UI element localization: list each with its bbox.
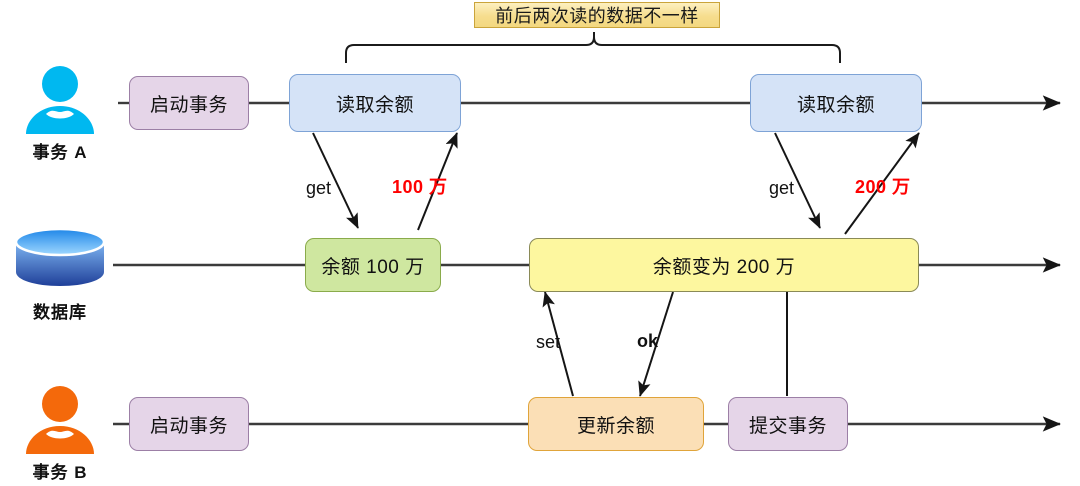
node-label: 读取余额 — [796, 94, 875, 116]
node-db-balance-200[interactable]: 余额变为 200 万 — [529, 238, 919, 292]
node-txn-a-read-1[interactable]: 读取余额 — [289, 74, 461, 132]
edge-label-ok: ok — [637, 331, 659, 351]
lane-label-database: 数据库 — [33, 303, 87, 322]
node-label: 提交事务 — [748, 415, 827, 437]
node-db-balance-100[interactable]: 余额 100 万 — [305, 238, 441, 292]
node-txn-b-update[interactable]: 更新余额 — [528, 397, 704, 451]
lane-actor-txn-a: 事务 A — [0, 62, 120, 163]
lane-label-txn-b: 事务 B — [32, 463, 88, 482]
node-label: 启动事务 — [149, 94, 228, 116]
annotation-banner-label: 前后两次读的数据不一样 — [495, 6, 699, 26]
edge-label-get-1: get — [306, 178, 332, 198]
node-txn-a-begin[interactable]: 启动事务 — [129, 76, 249, 130]
edge-get-2 — [774, 132, 821, 229]
lane-actor-database: 数据库 — [0, 222, 120, 323]
edge-value-2 — [844, 132, 920, 235]
edge-get-1 — [312, 132, 359, 229]
edge-set — [542, 291, 574, 397]
node-label: 启动事务 — [149, 415, 228, 437]
lane-actor-txn-b: 事务 B — [0, 382, 120, 483]
node-label: 更新余额 — [576, 415, 655, 437]
edge-label-value-1: 100 万 — [392, 177, 448, 197]
user-icon — [26, 66, 94, 134]
node-txn-b-commit[interactable]: 提交事务 — [728, 397, 848, 451]
span-brace — [345, 32, 841, 63]
node-label: 余额变为 200 万 — [652, 256, 796, 278]
node-label: 余额 100 万 — [321, 256, 425, 278]
database-icon — [14, 227, 106, 286]
edge-ok — [638, 291, 674, 397]
node-txn-b-begin[interactable]: 启动事务 — [129, 397, 249, 451]
annotation-banner: 前后两次读的数据不一样 — [474, 2, 720, 28]
user-icon — [26, 386, 94, 454]
node-label: 读取余额 — [335, 94, 414, 116]
lane-label-txn-a: 事务 A — [32, 143, 88, 162]
edge-value-1 — [417, 132, 458, 231]
edge-label-set: set — [536, 332, 561, 352]
node-txn-a-read-2[interactable]: 读取余额 — [750, 74, 922, 132]
edge-label-get-2: get — [769, 178, 795, 198]
edge-label-value-2: 200 万 — [855, 177, 911, 197]
